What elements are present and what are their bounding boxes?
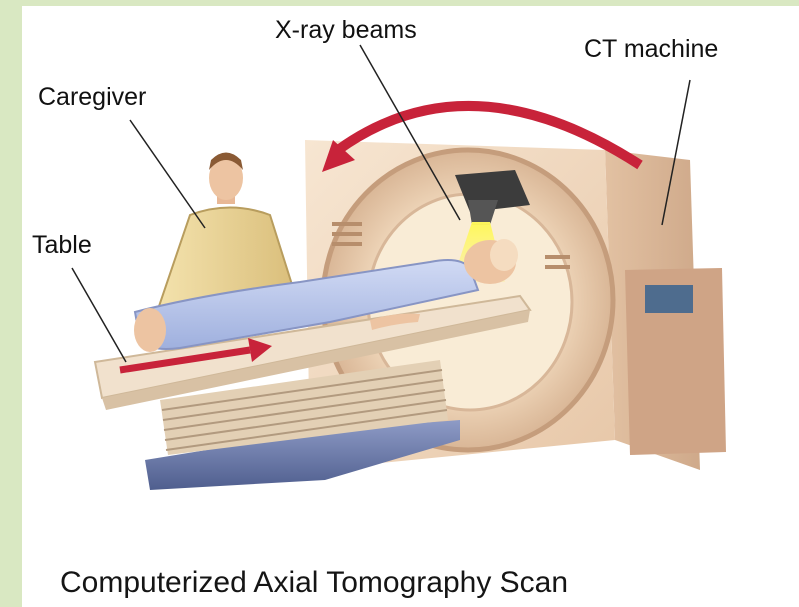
ct-machine-label: CT machine [584,37,718,62]
caregiver-label: Caregiver [38,85,146,110]
table-label: Table [32,233,92,258]
diagram-caption: Computerized Axial Tomography Scan [60,566,568,600]
caregiver-leader [130,120,205,228]
machine-panel [645,285,693,313]
xray-beams-label: X-ray beams [275,18,417,43]
table-leader [72,268,126,362]
